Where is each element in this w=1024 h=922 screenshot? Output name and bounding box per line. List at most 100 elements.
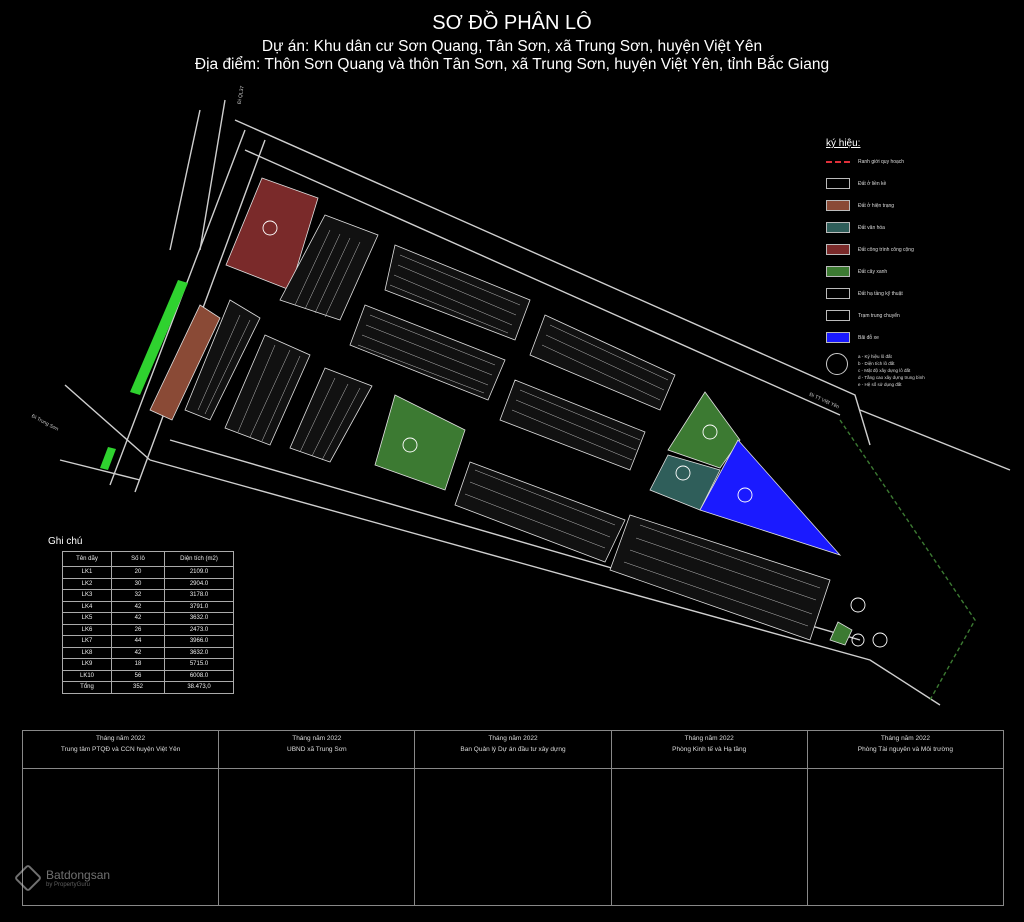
marker-parking	[737, 487, 753, 503]
signature-org: Phòng Kinh tế và Hạ tầng	[672, 746, 747, 753]
legend-note: b - Diện tích lô đất	[858, 361, 895, 366]
legend-note: e - Hệ số sử dụng đất	[858, 382, 902, 387]
table-cell: LK10	[62, 669, 112, 682]
small-green-lot	[829, 621, 853, 646]
table-header-row: Tên dãy Số lô Diện tích (m2)	[62, 551, 234, 567]
marker-culture	[675, 465, 691, 481]
col-header: Tên dãy	[62, 551, 112, 567]
signature-date: Tháng năm 2022	[96, 735, 146, 742]
table-cell: 26	[111, 623, 165, 636]
legend-swatch	[826, 200, 850, 211]
watermark-sub: by PropertyGuru	[46, 882, 91, 888]
row-house-blocks	[184, 214, 831, 641]
road-north-boundary	[234, 119, 871, 446]
legend-item: Đất ở hiện trạng	[826, 199, 1016, 212]
marker-south3	[851, 633, 865, 647]
block-lk7	[224, 334, 311, 446]
table-cell: 3966.0	[164, 635, 234, 648]
table-heading: Ghi chú	[48, 536, 83, 547]
signature-date: Tháng năm 2022	[880, 735, 930, 742]
block-lk8	[289, 367, 373, 463]
legend-label: Đất hạ tầng kỹ thuật	[858, 290, 903, 297]
table-cell: Tổng	[62, 681, 112, 694]
signature-org: Trung tâm PTQĐ và CCN huyện Việt Yên	[60, 746, 181, 753]
parking-lot	[699, 439, 842, 556]
block-lk6	[184, 299, 261, 421]
table-cell: LK8	[62, 646, 112, 659]
table-cell: 3178.0	[164, 589, 234, 602]
lot-marker-icon	[826, 353, 848, 375]
block-hatching	[197, 229, 821, 627]
legend-note: d - Tầng cao xây dựng trung bình	[858, 375, 925, 380]
legend-item: Trạm trung chuyển	[826, 309, 1016, 322]
legend-swatch	[826, 244, 850, 255]
table-cell: 6008.0	[164, 669, 234, 682]
project-name: Dự án: Khu dân cư Sơn Quang, Tân Sơn, xã…	[261, 38, 763, 55]
table-cell: 2904.0	[164, 577, 234, 590]
brand-logo-icon	[13, 863, 43, 893]
block-lk5	[499, 379, 646, 471]
legend-label: Đất văn hóa	[858, 224, 885, 231]
signature-org: Phòng Tài nguyên và Môi trường	[857, 746, 954, 753]
legend-label: Đất cây xanh	[858, 268, 888, 275]
table-cell: 352	[111, 681, 165, 694]
table-cell: 42	[111, 600, 165, 613]
legend-swatch	[826, 310, 850, 321]
legend-item: Bãi đỗ xe	[826, 331, 1016, 344]
legend-item: Đất hạ tầng kỹ thuật	[826, 287, 1016, 300]
signature-org: Ban Quản lý Dự án đầu tư xây dựng	[460, 746, 566, 753]
table-cell: 42	[111, 646, 165, 659]
table-cell: 18	[111, 658, 165, 671]
table-cell: LK5	[62, 612, 112, 625]
legend-note: a - Ký hiệu lô đất	[858, 354, 892, 359]
signature-date: Tháng năm 2022	[488, 735, 538, 742]
table-cell: 44	[111, 635, 165, 648]
table-cell: LK1	[62, 566, 112, 579]
table-cell: 38.473,0	[164, 681, 234, 694]
signature-org: UBND xã Trung Sơn	[287, 746, 347, 753]
marker-green-center	[402, 437, 418, 453]
road-east	[859, 409, 1011, 471]
block-lk1	[279, 214, 379, 321]
marker-south1	[850, 597, 866, 613]
signature-date: Tháng năm 2022	[684, 735, 734, 742]
legend-item: Ranh giới quy hoạch	[826, 155, 1016, 168]
legend-swatch	[826, 222, 850, 233]
table-cell: LK6	[62, 623, 112, 636]
legend-item: Đất cây xanh	[826, 265, 1016, 278]
road-west	[59, 384, 151, 481]
table-cell: 42	[111, 612, 165, 625]
watermark-brand: Batdongsan	[46, 868, 111, 882]
table-cell: LK3	[62, 589, 112, 602]
legend-label: Đất ở hiện trạng	[858, 202, 895, 209]
block-lk10	[609, 514, 831, 641]
legend-swatch	[826, 160, 850, 163]
existing-residential-lot	[149, 304, 221, 421]
legend-swatch	[826, 332, 850, 343]
table-cell: 30	[111, 577, 165, 590]
legend-label: Ranh giới quy hoạch	[858, 158, 905, 165]
green-lot-east	[667, 391, 741, 469]
table-cell: 2109.0	[164, 566, 234, 579]
legend-label: Trạm trung chuyển	[858, 312, 900, 319]
table-cell: LK9	[62, 658, 112, 671]
block-lk4	[529, 314, 676, 411]
table-cell: 3632.0	[164, 612, 234, 625]
legend-heading: ký hiệu:	[826, 138, 861, 149]
lot-markers	[262, 220, 888, 648]
